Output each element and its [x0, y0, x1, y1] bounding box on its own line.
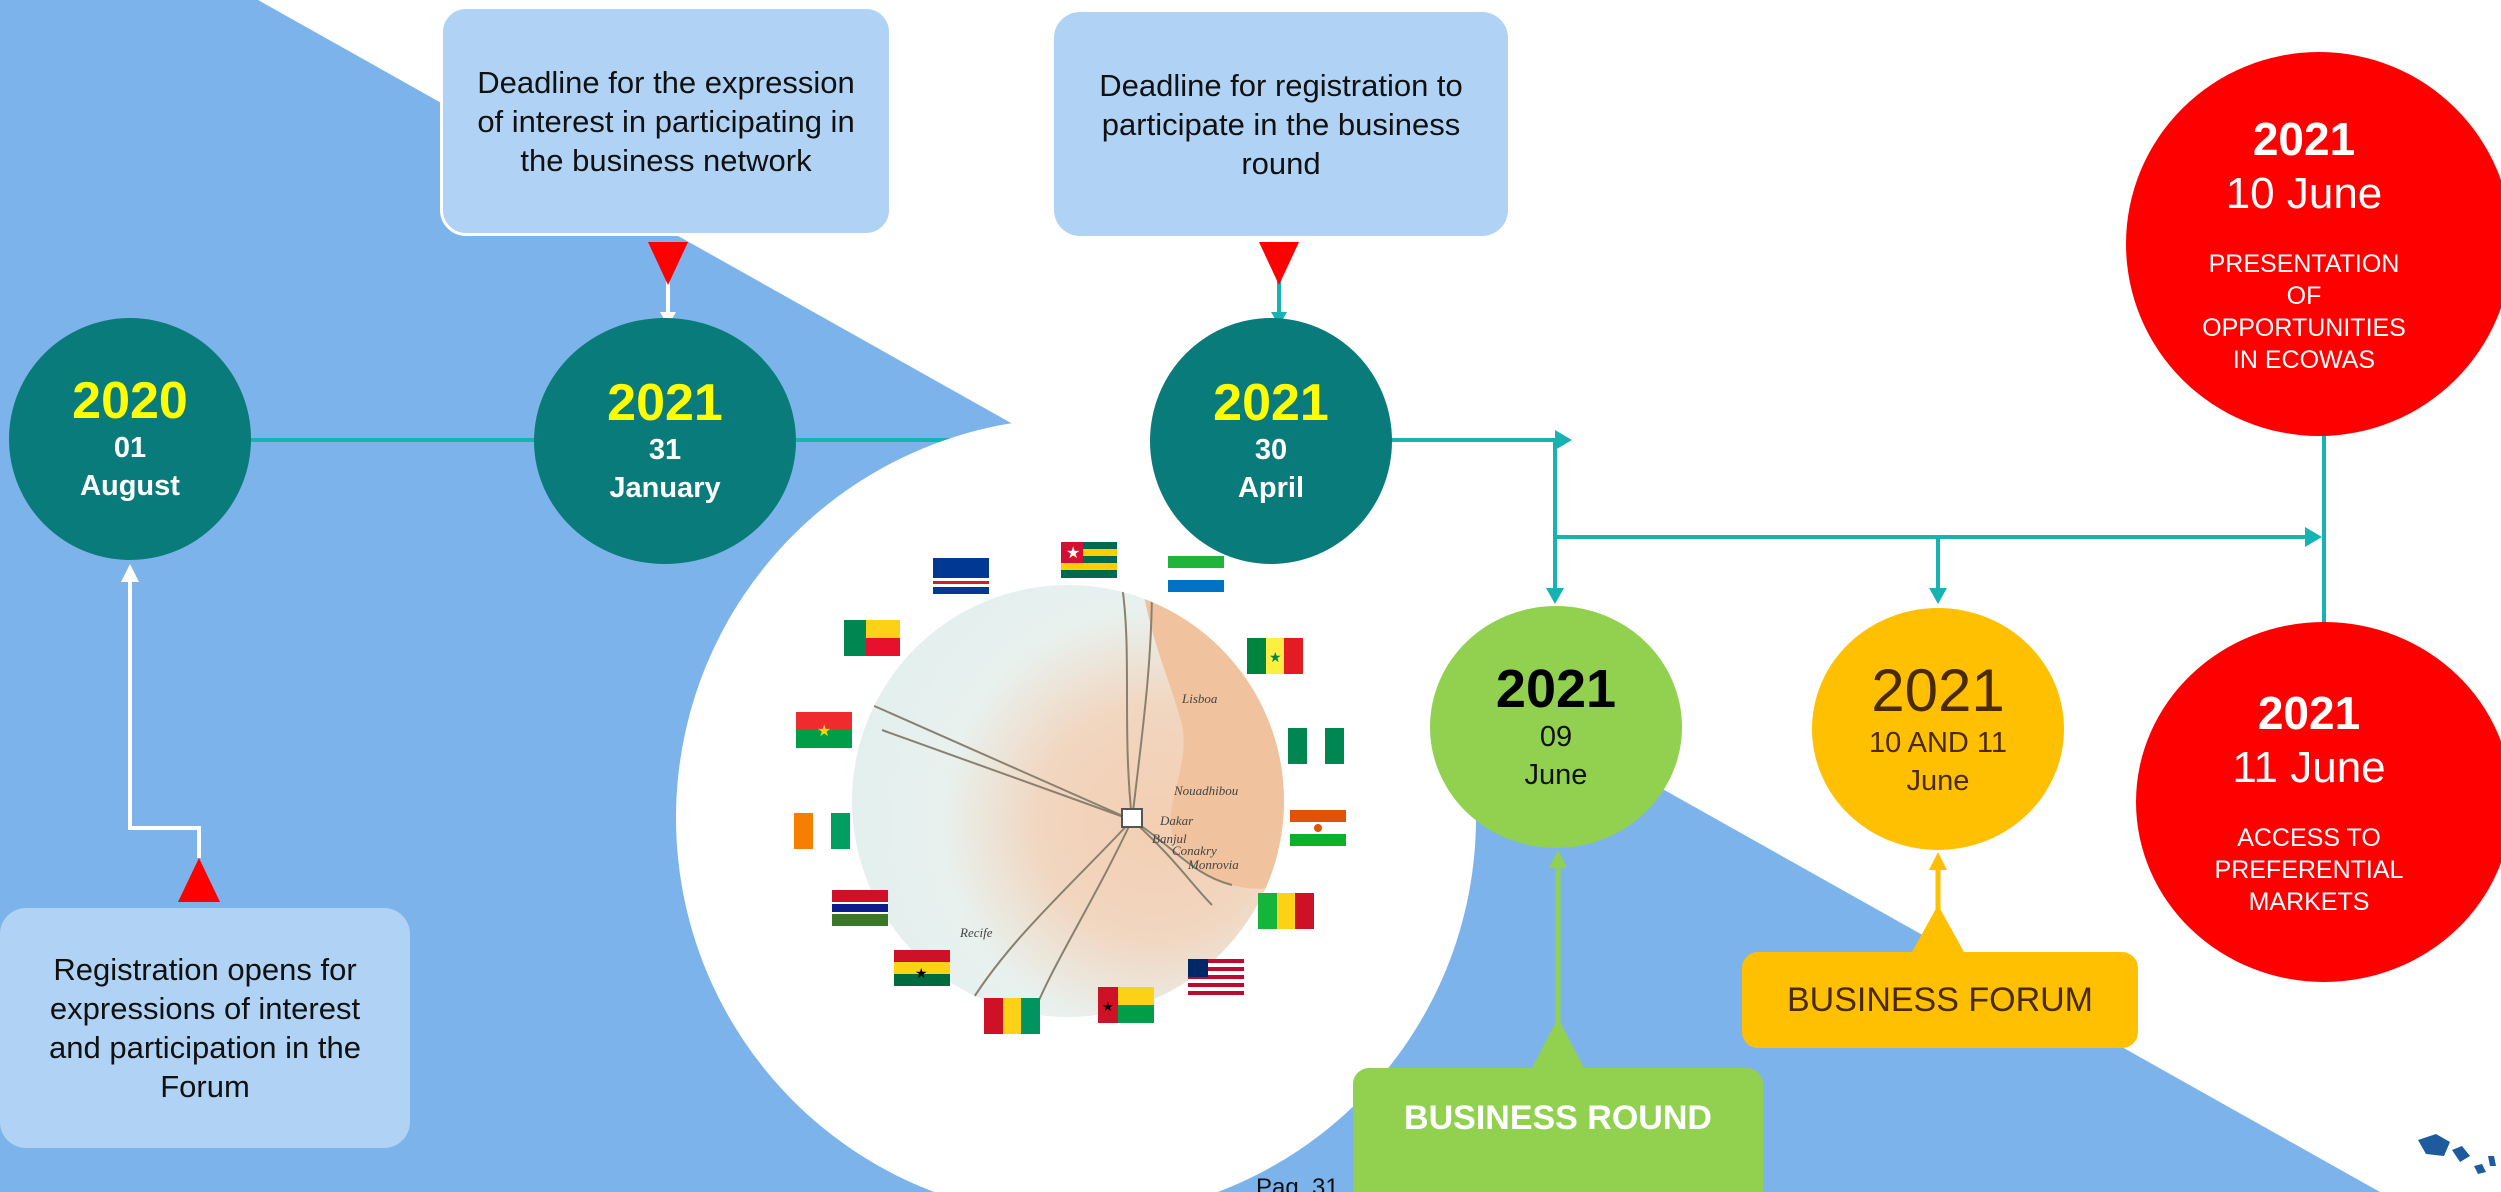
- corner-logo: [2418, 1134, 2496, 1174]
- milestone-2021-april: 2021 30 April: [1150, 318, 1392, 564]
- milestone-month: June: [1524, 759, 1588, 791]
- callout-text: Deadline for registration to participate…: [1099, 67, 1463, 181]
- callout-text: Registration opens for expressions of in…: [49, 952, 361, 1104]
- flag-liberia-icon: [1188, 959, 1244, 995]
- red-pointer-triangle: [1259, 242, 1299, 285]
- callout-registration-deadline: Deadline for registration to participate…: [1054, 12, 1508, 236]
- milestone-year: 2021: [1871, 657, 2005, 724]
- map-label: Conakry: [1172, 843, 1217, 858]
- green-pointer-triangle: [1532, 1018, 1584, 1068]
- svg-text:★: ★: [915, 965, 928, 981]
- milestone-day: 30: [1254, 434, 1288, 466]
- svg-text:★: ★: [1066, 545, 1080, 562]
- map-label: Lisboa: [1181, 691, 1218, 706]
- flag-ghana-icon: ★: [894, 950, 950, 986]
- map-label: Recife: [959, 925, 993, 940]
- milestone-year: 2021: [1495, 659, 1617, 719]
- arrow-head: [121, 564, 139, 582]
- map-label: Nouadhibou: [1173, 783, 1239, 798]
- svg-text:★: ★: [817, 723, 831, 740]
- flag-sierra-leone-icon: [1168, 556, 1224, 592]
- milestone-day: 31: [648, 434, 682, 466]
- flag-mali-icon: [1258, 893, 1314, 929]
- arrow-head: [1546, 588, 1564, 604]
- svg-text:★: ★: [1102, 999, 1114, 1014]
- flag-togo-icon: ★: [1061, 542, 1117, 578]
- cable-station-marker: [1121, 808, 1143, 828]
- callout-text: Deadline for the expression of interest …: [477, 64, 855, 178]
- milestone-month: April: [1237, 472, 1305, 504]
- milestone-2021-june-9: 2021 09 June: [1430, 606, 1682, 848]
- event-description: ACCESS TO PREFERENTIAL MARKETS: [2214, 824, 2404, 916]
- event-2021-june-11: 2021 11 June ACCESS TO PREFERENTIAL MARK…: [2136, 622, 2501, 982]
- arrow-head: [1929, 588, 1947, 604]
- event-description: PRESENTATION OF OPPORTUNITIES IN ECOWAS: [2202, 250, 2406, 374]
- flag-cape-verde-icon: [933, 558, 989, 594]
- red-pointer-triangle: [178, 858, 220, 902]
- event-2021-june-10: 2021 10 June PRESENTATION OF OPPORTUNITI…: [2126, 52, 2501, 436]
- map-label: Banjul: [1152, 831, 1187, 846]
- amber-pointer-triangle: [1912, 905, 1964, 952]
- flag-guinea-bissau-icon: ★: [1098, 987, 1154, 1023]
- event-year: 2021: [2252, 113, 2356, 165]
- event-date: 10 June: [2225, 169, 2383, 218]
- event-year: 2021: [2257, 687, 2361, 739]
- milestone-year: 2021: [607, 374, 723, 432]
- business-round-text: BUSINESS ROUND: [1404, 1098, 1712, 1137]
- milestone-month: August: [80, 470, 180, 502]
- arrow-head: [1555, 430, 1572, 450]
- milestone-day: 10 AND 11: [1868, 727, 2008, 759]
- flag-nigeria-icon: [1288, 728, 1344, 764]
- callout-registration-opens: Registration opens for expressions of in…: [0, 908, 410, 1148]
- milestone-2021-june-10-11: 2021 10 AND 11 June: [1812, 608, 2064, 850]
- flag-guinea-icon: [984, 998, 1040, 1034]
- milestone-month: January: [609, 472, 721, 504]
- flag-benin-icon: [844, 620, 900, 656]
- flag-gambia-icon: [832, 890, 888, 926]
- business-forum-text: BUSINESS FORUM: [1786, 980, 2094, 1019]
- milestone-day: 09: [1539, 721, 1573, 753]
- flag-cote-divoire-icon: [794, 813, 850, 849]
- connector-registration: [128, 578, 201, 858]
- route-lines: [871, 585, 1233, 1017]
- milestone-year: 2021: [1213, 374, 1329, 432]
- event-date: 11 June: [2232, 743, 2386, 792]
- milestone-2021-january: 2021 31 January: [534, 318, 796, 564]
- business-forum-label: BUSINESS FORUM: [1742, 952, 2138, 1048]
- red-pointer-triangle: [648, 242, 688, 285]
- arrow-head: [1549, 850, 1567, 868]
- map-label: Dakar: [1159, 813, 1194, 828]
- map-label: Monrovia: [1187, 857, 1239, 872]
- flag-senegal-icon: ★: [1247, 638, 1303, 674]
- arrow-head: [2305, 527, 2322, 547]
- callout-expression-deadline: Deadline for the expression of interest …: [440, 6, 892, 236]
- page-number: Pag. 31: [1256, 1174, 1339, 1192]
- milestone-2020-august: 2020 01 August: [9, 318, 251, 560]
- business-round-label: BUSINESS ROUND: [1353, 1068, 1763, 1192]
- svg-text:★: ★: [1269, 649, 1282, 665]
- arrow-head: [1929, 852, 1947, 870]
- flag-burkina-faso-icon: ★: [796, 712, 852, 748]
- milestone-year: 2020: [72, 372, 188, 430]
- milestone-month: June: [1906, 765, 1970, 797]
- flag-niger-icon: [1290, 810, 1346, 846]
- milestone-day: 01: [113, 432, 147, 464]
